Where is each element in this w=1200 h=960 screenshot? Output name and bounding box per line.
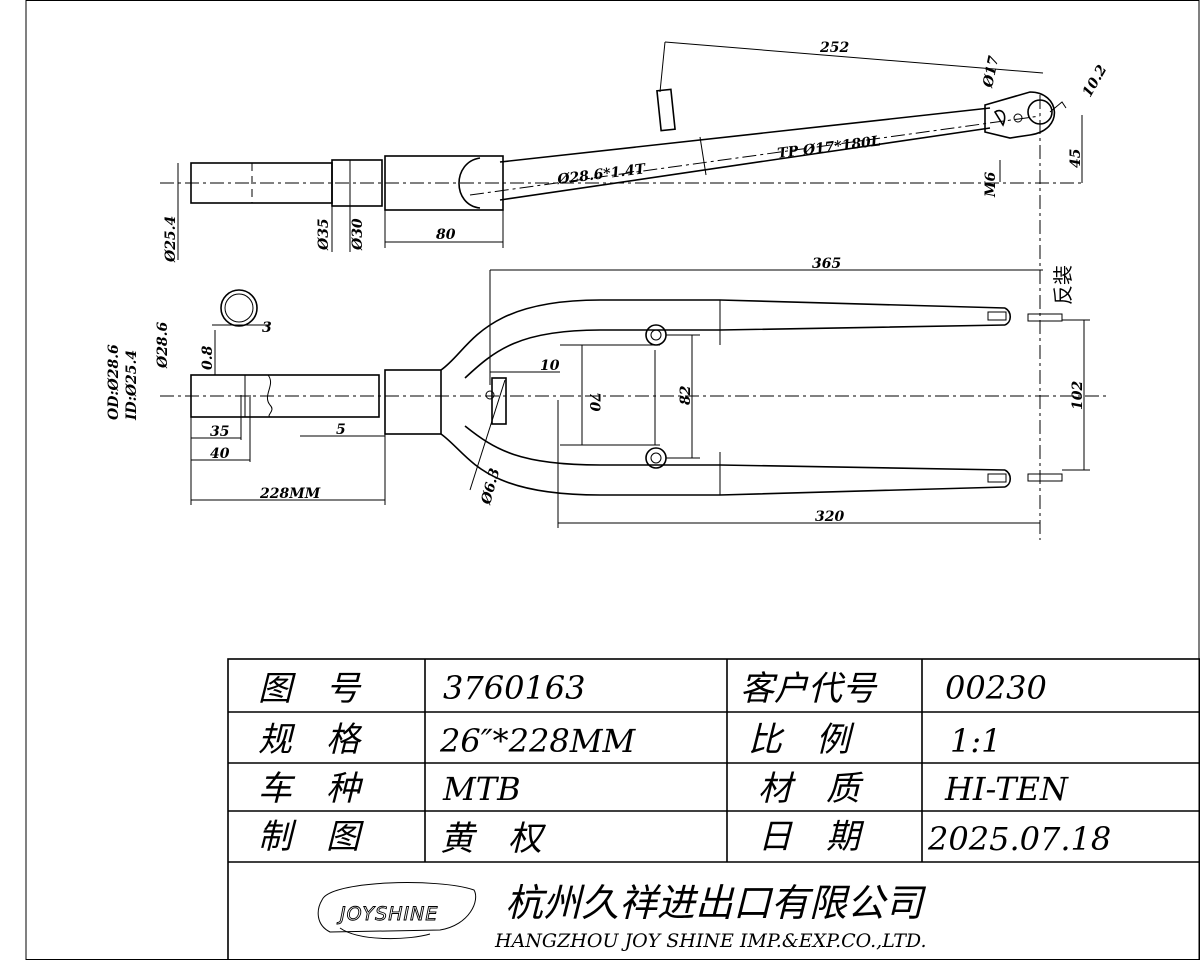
- dim-10-2-label: 10.2: [1080, 62, 1111, 100]
- right-leg-outer: [440, 433, 1006, 496]
- dim-40-label: 40: [210, 446, 230, 462]
- blade-bottom-edge: [499, 127, 991, 201]
- dim-82-label: 82: [678, 385, 694, 405]
- dim-320-label: 320: [815, 509, 844, 525]
- dim-252-line: [664, 41, 1044, 74]
- blade-centerline: [469, 115, 1041, 196]
- dim-35-label: Ø35: [316, 218, 332, 251]
- dim-252-ext: [659, 41, 666, 93]
- label-scale: 比 例: [748, 720, 855, 760]
- dim-30-label: Ø30: [350, 218, 366, 251]
- front-view: 365 反装 3 Ø28.6 0.8 OD:Ø28.6 ID:Ø25.4: [106, 256, 1110, 528]
- brake-bolt-hole: [485, 390, 495, 400]
- m6-label: M6: [983, 172, 999, 198]
- dim-dia17-label: Ø17: [980, 54, 1002, 90]
- break-line: [266, 374, 273, 418]
- left-dropout-end: [1004, 307, 1012, 326]
- dim-3-label: 3: [262, 320, 272, 336]
- dim-25-4-label: Ø25.4: [163, 216, 179, 263]
- dim-35-label: 35: [210, 424, 229, 440]
- label-vehicle-type: 车 种: [258, 769, 364, 809]
- left-boss: [645, 324, 667, 346]
- blade-taper-line: [699, 136, 707, 176]
- logo-text: JOYSHINE: [336, 903, 438, 925]
- left-axle: [1027, 313, 1063, 322]
- dim-5-label: 5: [336, 422, 346, 438]
- left-leg-outer: [440, 299, 1006, 371]
- right-leg-inner: [464, 425, 1006, 471]
- value-drawing-no: 3760163: [443, 669, 586, 707]
- right-dropout-end: [1004, 469, 1012, 488]
- dim-45-label: 45: [1068, 149, 1084, 168]
- value-vehicle-type: MTB: [442, 770, 521, 808]
- dropout-slot: [1049, 101, 1067, 113]
- left-leg-inner: [464, 324, 1006, 379]
- label-material: 材 质: [758, 769, 864, 809]
- dim-252-label: 252: [819, 40, 849, 56]
- label-spec: 规 格: [258, 720, 363, 760]
- title-block: 图 号 3760163 客户代号 00230 规 格 26″*228MM 比 例…: [227, 658, 1200, 960]
- left-dropout-slot: [987, 311, 1007, 321]
- dim-10-label: 10: [540, 358, 560, 374]
- eyelet-hole: [1013, 113, 1023, 123]
- dim-70-label: 70: [586, 392, 602, 412]
- value-scale: 1:1: [950, 722, 1002, 760]
- title-block-frame: [227, 658, 1200, 960]
- brake-boss: [656, 88, 676, 132]
- dropout-tube-spec: TP Ø17*180L: [777, 133, 882, 162]
- right-boss-inner: [650, 452, 662, 464]
- value-drafter: 黄 权: [440, 819, 547, 859]
- od-label: OD:Ø28.6: [106, 344, 122, 420]
- left-boss-inner: [650, 329, 662, 341]
- value-date: 2025.07.18: [927, 820, 1111, 858]
- value-customer-code: 00230: [945, 669, 1047, 707]
- right-axle: [1027, 473, 1063, 482]
- dim-80-label: 80: [436, 227, 456, 243]
- dim-6-3-label: Ø6.3: [478, 466, 503, 507]
- sheet-border: [25, 0, 1200, 960]
- dim-228-label: 228MM: [259, 486, 321, 502]
- crown-front: [384, 369, 442, 435]
- dim-6-3-leader: [469, 379, 506, 491]
- dim-102-label: 102: [1070, 381, 1086, 410]
- blade-top-edge: [499, 107, 991, 163]
- crown-blade-socket: [458, 157, 481, 209]
- company-name-cn: 杭州久祥进出口有限公司: [505, 881, 927, 925]
- value-material: HI-TEN: [944, 770, 1069, 808]
- crown-brake-hole: [491, 377, 507, 425]
- dim-28-6-label: Ø28.6: [155, 321, 171, 369]
- crown-race-seat: [331, 159, 383, 207]
- note-reverse-mount: 反装: [1051, 265, 1075, 305]
- id-label: ID:Ø25.4: [124, 350, 140, 421]
- steerer-section-inner: [224, 293, 254, 323]
- company-name-en: HANGZHOU JOY SHINE IMP.&EXP.CO.,LTD.: [494, 930, 927, 952]
- label-customer-code: 客户代号: [740, 669, 878, 709]
- company-logo: JOYSHINE: [317, 882, 477, 940]
- dim-365-label: 365: [812, 256, 841, 272]
- dim-0-8-label: 0.8: [200, 345, 216, 370]
- value-spec: 26″*228MM: [439, 722, 637, 760]
- dropout-tab: [993, 109, 1006, 127]
- dropout: [984, 91, 1056, 139]
- blade-tube-spec: Ø28.6*1.4T: [556, 161, 648, 188]
- label-drawing-no: 图 号: [258, 669, 362, 709]
- label-drafter: 制 图: [258, 817, 364, 857]
- right-dropout-slot: [987, 473, 1007, 483]
- label-date: 日 期: [758, 817, 865, 857]
- steerer-section: [220, 289, 258, 327]
